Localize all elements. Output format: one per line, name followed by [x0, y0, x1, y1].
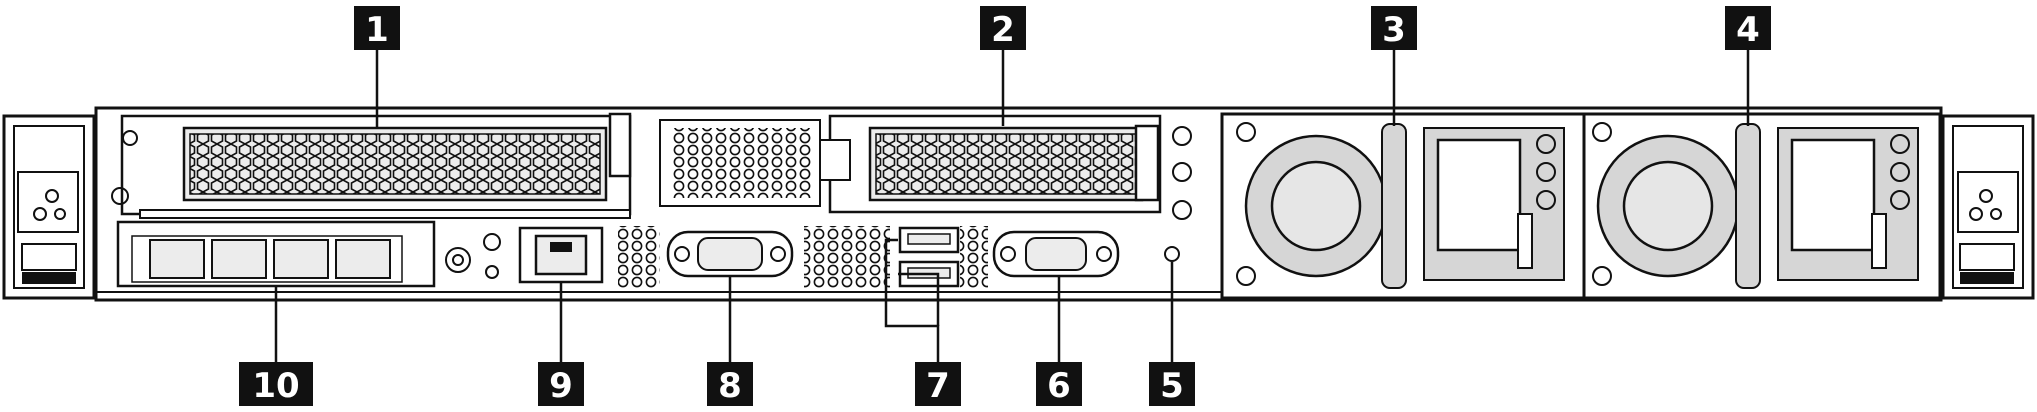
callout-6: 6 — [1036, 362, 1082, 406]
svg-text:9: 9 — [549, 366, 573, 406]
nmi-button — [1164, 246, 1180, 262]
vent-lower-left — [618, 226, 660, 288]
callout-2: 2 — [980, 6, 1026, 50]
svg-text:5: 5 — [1160, 366, 1184, 406]
callout-10: 10 — [239, 362, 313, 406]
svg-text:2: 2 — [991, 10, 1015, 50]
callout-1: 1 — [354, 6, 400, 50]
leader-7b — [898, 272, 940, 326]
svg-text:8: 8 — [718, 366, 742, 406]
svg-text:10: 10 — [252, 366, 299, 406]
svg-text:4: 4 — [1736, 10, 1760, 50]
leader-7 — [884, 238, 940, 362]
right-rack-ear — [1941, 114, 2035, 300]
power-supply-1 — [1220, 112, 1586, 300]
ethernet-adapter-ports — [116, 220, 501, 288]
callout-4: 4 — [1725, 6, 1771, 50]
callout-8: 8 — [707, 362, 753, 406]
vent-middle-top — [659, 119, 821, 207]
left-rack-ear — [2, 114, 96, 300]
callout-7: 7 — [915, 362, 961, 406]
pcie-slot-2 — [819, 114, 1192, 220]
svg-text:3: 3 — [1382, 10, 1406, 50]
callout-9: 9 — [538, 362, 584, 406]
callout-5: 5 — [1149, 362, 1195, 406]
svg-text:7: 7 — [926, 366, 950, 406]
vent-lower-middle — [804, 226, 890, 288]
svg-text:6: 6 — [1047, 366, 1071, 406]
xcc-network-port — [518, 226, 604, 284]
serial-port — [992, 230, 1120, 278]
svg-text:1: 1 — [365, 10, 389, 50]
callout-3: 3 — [1371, 6, 1417, 50]
power-supply-2 — [1582, 112, 1942, 300]
pcie-slot-1 — [111, 112, 632, 219]
vga-connector — [666, 230, 794, 278]
leader-lines — [274, 48, 1750, 362]
